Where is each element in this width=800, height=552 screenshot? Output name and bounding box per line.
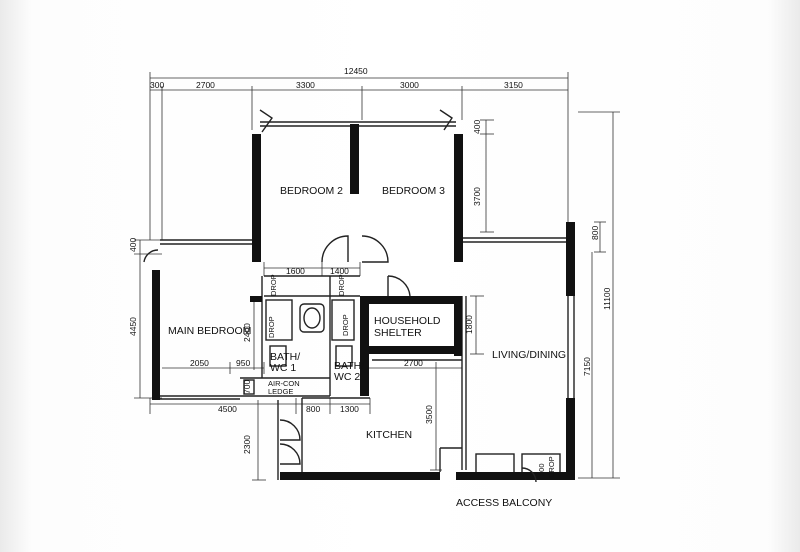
label-bedroom-2: BEDROOM 2 [280, 185, 343, 197]
drop-label-3: DROP [267, 316, 276, 338]
dim-bottom-4500: 4500 [218, 404, 237, 414]
label-bedroom-3: BEDROOM 3 [382, 185, 445, 197]
dim-2400: 2400 [242, 323, 252, 342]
drop-label-balcony: DROP [547, 456, 556, 478]
label-access-balcony: ACCESS BALCONY [456, 497, 552, 509]
room-labels: BEDROOM 2 BEDROOM 3 MAIN BEDROOM HOUSEHO… [168, 185, 566, 509]
dim-top-300: 300 [150, 80, 164, 90]
label-shelter: SHELTER [374, 327, 422, 339]
dim-950: 950 [236, 358, 250, 368]
dim-right-1800: 1800 [464, 315, 474, 334]
dimension-numbers: 12450 300 2700 3300 3000 3150 400 4450 4… [128, 66, 612, 478]
drop-label-1: DROP [269, 274, 278, 296]
dim-top-3300: 3300 [296, 80, 315, 90]
dimension-lines [134, 72, 620, 481]
drop-label-2: DROP [337, 274, 346, 296]
dim-700: 700 [242, 380, 252, 394]
dim-top-3000: 3000 [400, 80, 419, 90]
label-main-bedroom: MAIN BEDROOM [168, 325, 251, 337]
label-living-dining: LIVING/DINING [492, 349, 566, 361]
dim-2700: 2700 [404, 358, 423, 368]
dim-far-right-800: 800 [590, 226, 600, 240]
label-bath-1-line2: WC 1 [270, 362, 296, 374]
dim-right-400: 400 [472, 120, 482, 134]
dim-far-right-7150: 7150 [582, 357, 592, 376]
doors [143, 109, 537, 483]
thin-walls [160, 121, 575, 480]
dim-left-400: 400 [128, 238, 138, 252]
thick-walls [152, 124, 575, 480]
dim-1600: 1600 [286, 266, 305, 276]
label-bath-2-line2: WC 2 [334, 371, 360, 383]
label-aircon-line1: AIR-CON [268, 379, 300, 388]
dim-bottom-1300: 1300 [340, 404, 359, 414]
dim-right-3500: 3500 [424, 405, 434, 424]
label-household: HOUSEHOLD [374, 315, 441, 327]
dim-100: 100 [537, 463, 546, 476]
label-aircon-line2: LEDGE [268, 387, 293, 396]
dim-far-right-11100: 11100 [602, 287, 612, 310]
label-kitchen: KITCHEN [366, 429, 412, 441]
dim-bottom-800: 800 [306, 404, 320, 414]
label-bath-2-line1: BATH/ [334, 360, 364, 372]
dim-left-4450: 4450 [128, 317, 138, 336]
dim-top-3150: 3150 [504, 80, 523, 90]
dim-overall-width: 12450 [344, 66, 368, 76]
dim-bottom-2300: 2300 [242, 435, 252, 454]
dim-2050: 2050 [190, 358, 209, 368]
dim-1400: 1400 [330, 266, 349, 276]
dim-top-2700: 2700 [196, 80, 215, 90]
drop-label-4: DROP [341, 314, 350, 336]
label-bath-1-line1: BATH/ [270, 351, 300, 363]
dim-right-3700: 3700 [472, 187, 482, 206]
